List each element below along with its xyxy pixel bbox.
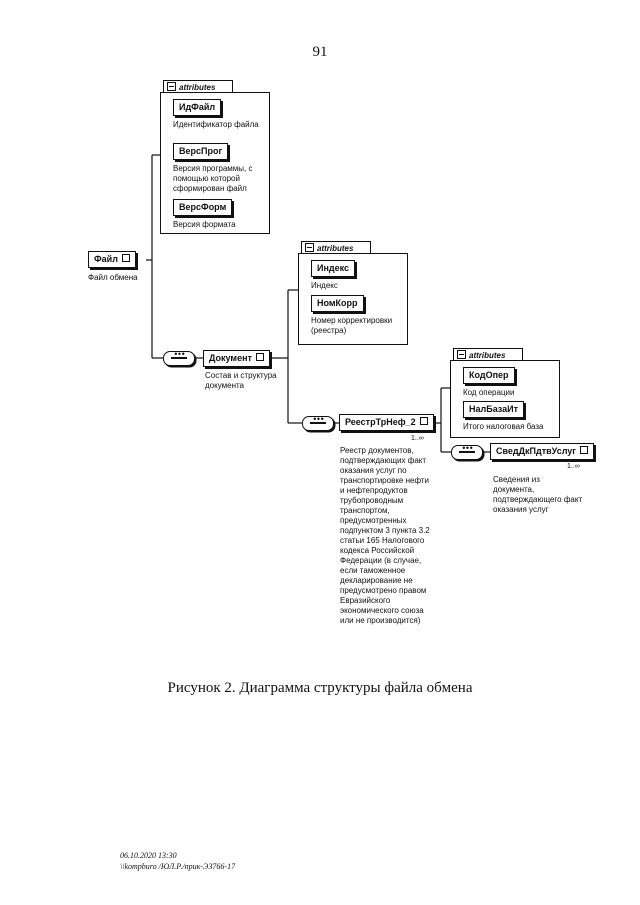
expand-icon[interactable]: [121, 254, 130, 262]
attribute-versprog[interactable]: ВерсПрог: [173, 143, 229, 160]
attribute-nalbazait[interactable]: НалБазаИт: [463, 401, 525, 418]
sequence-icon[interactable]: [302, 414, 334, 431]
root-element-desc: Файл обмена: [88, 273, 138, 282]
attributes-box-document: Индекс Индекс НомКорр Номер корректировк…: [298, 253, 408, 345]
attribute-idfile-desc: Идентификатор файла: [173, 120, 259, 129]
footer-timestamp: 06.10.2020 13:30: [120, 851, 177, 860]
attributes-box-registry: КодОпер Код операции НалБазаИт Итого нал…: [450, 360, 560, 438]
page-number: 91: [312, 44, 328, 60]
element-services[interactable]: СведДкПдтвУслуг: [490, 443, 595, 460]
collapse-icon[interactable]: [457, 350, 466, 359]
collapse-icon[interactable]: [167, 82, 176, 91]
root-element-file[interactable]: Файл: [88, 251, 136, 268]
attribute-index[interactable]: Индекс: [311, 260, 356, 277]
element-registry-desc: Реестр документов, подтверждающих факт о…: [340, 446, 430, 625]
attribute-versprog-desc: Версия программы, с помощью которой сфор…: [173, 164, 253, 193]
sequence-icon[interactable]: [163, 349, 195, 366]
attribute-idfile[interactable]: ИдФайл: [173, 99, 222, 116]
collapse-icon[interactable]: [305, 243, 314, 252]
attributes-tab-registry[interactable]: attributes: [453, 348, 523, 361]
footer-path: \\kompburo /ЮЛ.Р./прик-ЭЗ766-17: [120, 862, 236, 871]
attribute-kodoper-desc: Код операции: [463, 388, 515, 397]
element-document-desc: Состав и структура документа: [205, 371, 277, 390]
attributes-box-file: ИдФайл Идентификатор файла ВерсПрог Верс…: [160, 92, 270, 234]
attribute-kodoper[interactable]: КодОпер: [463, 367, 515, 384]
attributes-tab-file[interactable]: attributes: [163, 80, 233, 93]
figure-caption: Рисунок 2. Диаграмма структуры файла обм…: [167, 680, 473, 696]
element-document[interactable]: Документ: [203, 350, 270, 367]
attribute-versform-desc: Версия формата: [173, 220, 236, 229]
sequence-icon[interactable]: [451, 443, 483, 460]
expand-icon[interactable]: [580, 446, 589, 454]
attributes-tab-document[interactable]: attributes: [301, 241, 371, 254]
attribute-index-desc: Индекс: [311, 281, 338, 290]
multiplicity-registry: 1..∞: [411, 435, 424, 442]
multiplicity-services: 1..∞: [567, 463, 580, 470]
expand-icon[interactable]: [255, 353, 264, 361]
attribute-nalbazait-desc: Итого налоговая база: [463, 422, 544, 431]
expand-icon[interactable]: [419, 417, 428, 425]
attribute-nomkorr[interactable]: НомКорр: [311, 295, 364, 312]
attribute-versform[interactable]: ВерсФорм: [173, 199, 233, 216]
element-services-desc: Сведения из документа, подтверждающего ф…: [493, 475, 583, 514]
element-registry[interactable]: РеестрТрНеф_2: [339, 414, 434, 431]
attribute-nomkorr-desc: Номер корректировки (реестра): [311, 316, 393, 335]
